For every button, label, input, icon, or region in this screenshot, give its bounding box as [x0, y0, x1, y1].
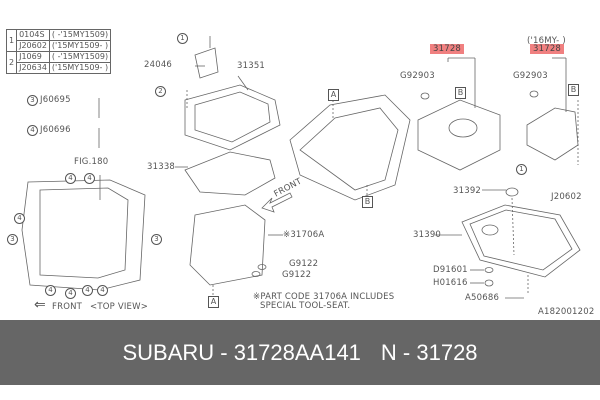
callout-3: 3: [27, 95, 38, 106]
callout-1: 1: [516, 164, 527, 175]
brand-part-number: SUBARU - 31728AA141: [122, 339, 361, 365]
part-code: J20634: [16, 62, 50, 74]
ref-box-a: A: [208, 296, 219, 308]
table-row: J20602 ('15MY1509- ): [7, 40, 112, 52]
label-g9122: G9122: [289, 259, 319, 269]
model-range: ('15MY1509- ): [48, 40, 112, 52]
diagram-artwork: [21, 36, 581, 299]
fig-ref: FIG.180: [74, 157, 109, 167]
model-range: ('15MY1509- ): [48, 62, 112, 74]
callout-4: 4: [14, 213, 25, 224]
callout-4: 4: [84, 173, 95, 184]
model-range-16my: ('16MY- ): [527, 36, 566, 46]
label-h01616: H01616: [433, 278, 468, 288]
label-d91601: D91601: [433, 265, 468, 275]
callout-4: 4: [65, 288, 76, 299]
label-31390: 31390: [413, 230, 442, 240]
short-part-number: N - 31728: [380, 339, 478, 365]
highlighted-part-31728: 31728: [430, 44, 465, 54]
label-j20602: J20602: [551, 192, 582, 202]
label-24046: 24046: [144, 60, 173, 70]
part-caption-bar: SUBARU - 31728AA141 N - 31728: [0, 320, 600, 385]
part-code: J1069: [16, 51, 50, 63]
callout-4: 4: [65, 173, 76, 184]
front-label: FRONT: [52, 302, 83, 312]
ref-circle: 1: [5, 29, 18, 52]
table-row: 2 J1069 ( -'15MY1509): [5, 51, 112, 74]
callout-4: 4: [97, 285, 108, 296]
note-line-2: SPECIAL TOOL-SEAT.: [260, 301, 351, 311]
label-31338: 31338: [147, 162, 176, 172]
ref-box-b: B: [568, 84, 579, 96]
part-code-table: 1 0104S ( -'15MY1509) J20602 ('15MY1509-…: [5, 29, 112, 74]
label-31351: 31351: [237, 61, 266, 71]
label-a50686: A50686: [465, 293, 500, 303]
callout-4: 4: [82, 285, 93, 296]
callout-4: 4: [27, 125, 38, 136]
top-view-label: <TOP VIEW>: [90, 302, 149, 312]
front-arrow-icon: ⇐: [34, 297, 46, 313]
label-g92903: G92903: [400, 71, 435, 81]
table-row: J20634 ('15MY1509- ): [7, 62, 112, 74]
label-g9122: G9122: [282, 270, 312, 280]
bolt-3-code: J60695: [40, 95, 71, 105]
table-row: 1 0104S ( -'15MY1509): [5, 29, 112, 52]
highlighted-part-31728: 31728: [530, 44, 565, 54]
callout-4: 4: [45, 285, 56, 296]
ref-box-a: A: [328, 89, 339, 101]
callout-3: 3: [151, 234, 162, 245]
note-line-1: ※PART CODE 31706A INCLUDES: [253, 292, 395, 302]
label-31706a: ※31706A: [283, 230, 325, 240]
label-g92903: G92903: [513, 71, 548, 81]
part-code: J20602: [16, 40, 50, 52]
ref-box-b: B: [362, 196, 373, 208]
label-31392: 31392: [453, 186, 482, 196]
ref-circle: 2: [5, 51, 18, 74]
part-code: 0104S: [16, 29, 50, 41]
model-range: ( -'15MY1509): [48, 29, 112, 41]
callout-1: 1: [177, 33, 188, 44]
bolt-4-code: J60696: [40, 125, 71, 135]
drawing-id: A182001202: [538, 307, 595, 317]
ref-box-b: B: [455, 87, 466, 99]
callout-3: 3: [7, 234, 18, 245]
callout-2: 2: [155, 86, 166, 97]
model-range: ( -'15MY1509): [48, 51, 112, 63]
parts-diagram: 1 0104S ( -'15MY1509) J20602 ('15MY1509-…: [5, 29, 595, 317]
